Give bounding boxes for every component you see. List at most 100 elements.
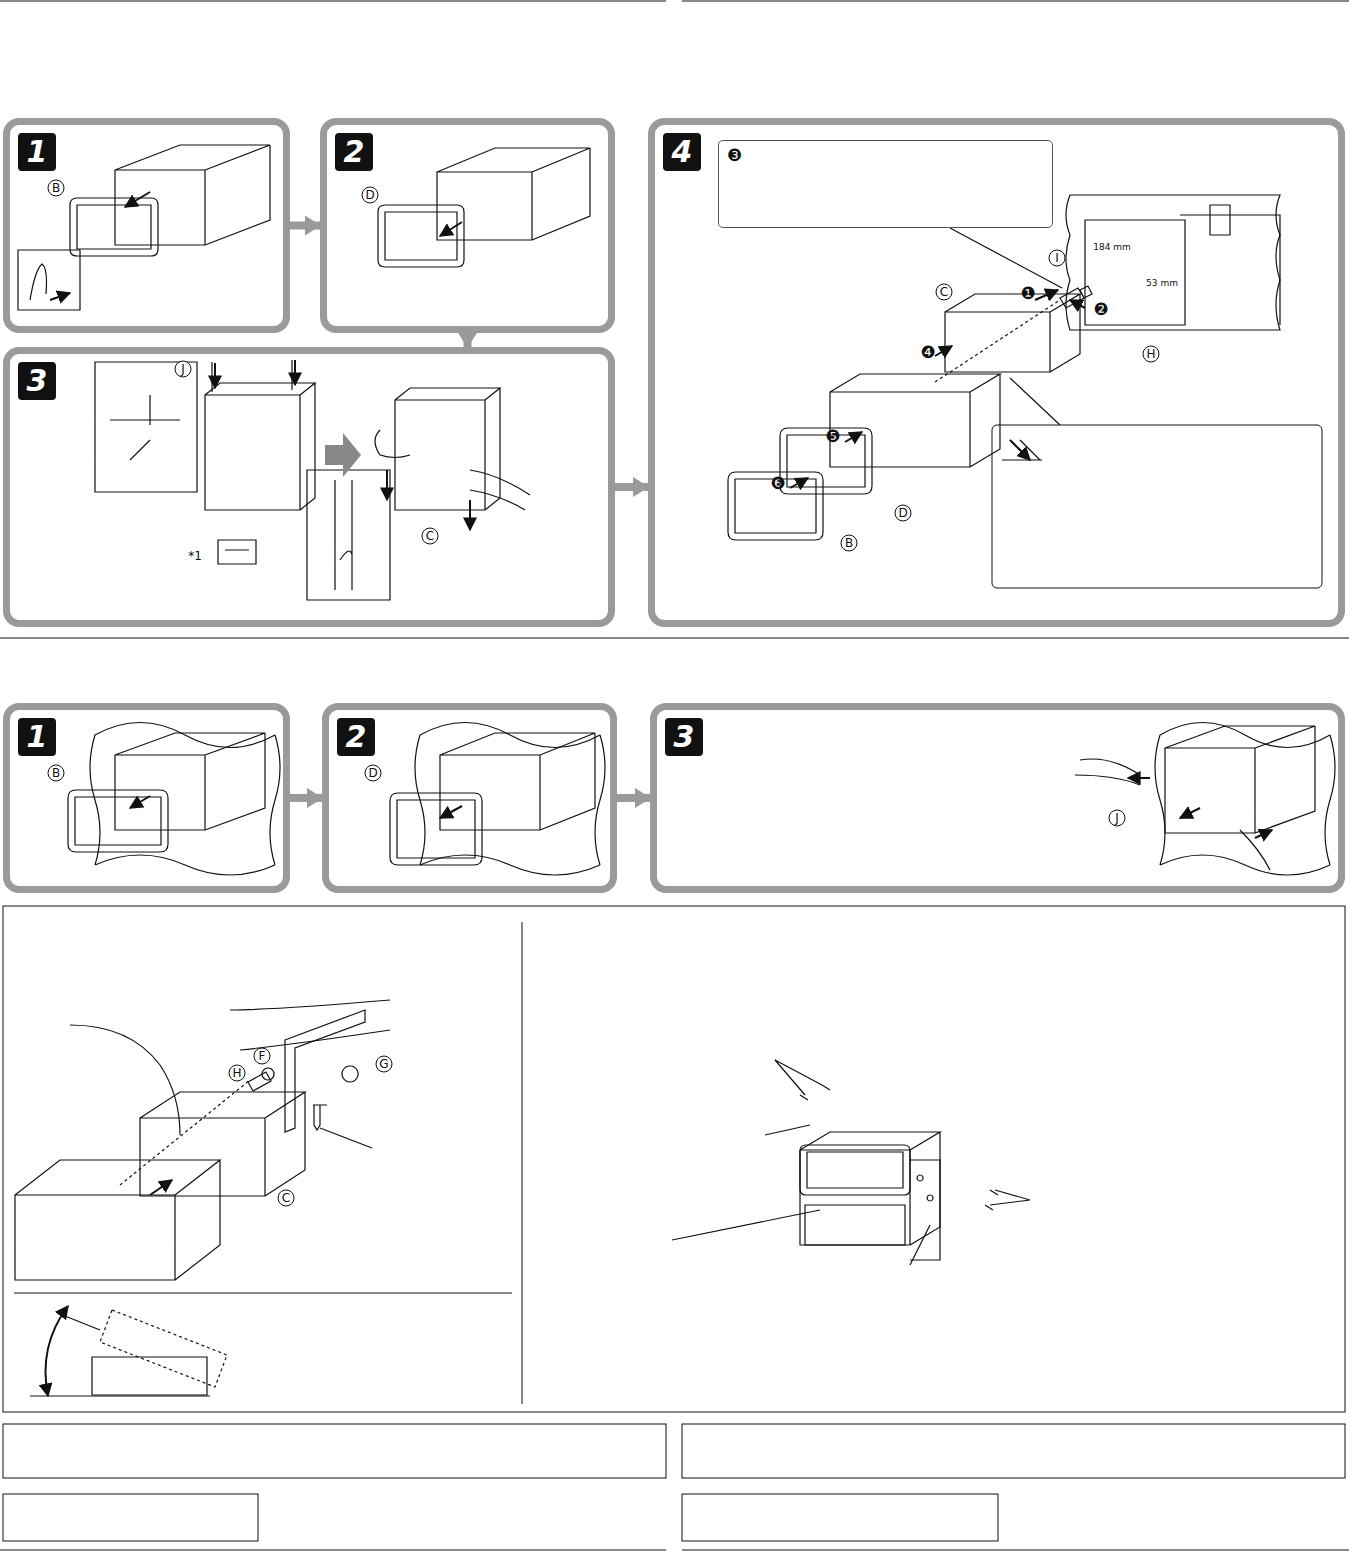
illustration-line <box>125 192 150 207</box>
illustration-line <box>1255 830 1272 838</box>
illustration-line <box>18 250 80 310</box>
part-letter: F <box>259 1050 266 1062</box>
illustration-line <box>205 383 315 510</box>
part-letter-ring <box>841 535 857 551</box>
illustration-line <box>1180 205 1280 325</box>
illustration-line <box>313 1105 327 1130</box>
step-panel: 1 <box>3 703 290 893</box>
callout-number: ❶ <box>1020 285 1035 302</box>
step-panel: 2 <box>322 703 617 893</box>
part-letter: B <box>52 182 60 194</box>
part-letter-ring <box>1049 250 1065 266</box>
step-number: 1 <box>18 718 56 756</box>
illustration-line <box>1180 808 1200 818</box>
illustration-line <box>342 1066 358 1082</box>
illustration-line <box>285 1010 365 1132</box>
dimension: 53 mm <box>1145 279 1179 288</box>
part-letter-ring <box>48 180 64 196</box>
illustration-line <box>950 228 1062 425</box>
illustration-line <box>100 1310 227 1387</box>
illustration-line <box>780 428 872 494</box>
part-letter: D <box>368 767 377 779</box>
part-letter-ring <box>48 765 64 781</box>
illustration-line <box>120 1080 250 1185</box>
part-letter: D <box>365 189 374 201</box>
step-number: 4 <box>663 133 701 171</box>
illustration-line <box>375 430 530 510</box>
part-letter-ring <box>365 765 381 781</box>
step-number: 1 <box>18 133 56 171</box>
illustration-line <box>214 363 216 388</box>
step-number: 2 <box>335 133 373 171</box>
illustration-line <box>92 1357 207 1395</box>
illustration-line <box>415 723 605 876</box>
part-letter-ring <box>1143 346 1159 362</box>
illustration-line <box>386 470 388 500</box>
step-panel: 4❸ <box>648 118 1345 627</box>
illustration-line <box>1155 723 1335 876</box>
step-arrow <box>290 794 322 802</box>
illustration-line <box>378 205 464 267</box>
part-letter: I <box>1055 252 1059 264</box>
illustration-line <box>945 294 1080 372</box>
part-letter: C <box>940 286 948 298</box>
part-letter: H <box>232 1067 241 1079</box>
illustration-line <box>440 222 462 236</box>
illustration-line <box>469 500 471 530</box>
step-number: 3 <box>18 362 56 400</box>
illustration-line <box>115 145 270 245</box>
illustration-line <box>845 432 862 442</box>
step-arrow <box>464 333 472 347</box>
part-letter-ring <box>1109 810 1125 826</box>
step-panel: 2 <box>320 118 615 333</box>
part-letter: D <box>898 507 907 519</box>
part-letter-ring <box>254 1048 270 1064</box>
illustration-line <box>390 793 482 865</box>
part-letter-ring <box>422 528 438 544</box>
part-letter: G <box>379 1058 388 1070</box>
part-letter: B <box>52 767 60 779</box>
illustration-line <box>1128 777 1150 779</box>
step-arrow <box>615 483 648 491</box>
part-letter: H <box>1146 348 1155 360</box>
callout-number: ❺ <box>825 428 840 445</box>
illustration-line <box>320 1128 372 1148</box>
illustration-line <box>130 796 150 808</box>
part-letter-ring <box>229 1065 245 1081</box>
illustration-line <box>440 806 462 818</box>
part-letter: B <box>845 537 853 549</box>
part-letter-ring <box>175 361 191 377</box>
illustration-line <box>95 362 197 492</box>
illustration-line <box>1035 290 1058 300</box>
illustration-line <box>830 374 1000 467</box>
illustration-line <box>150 1180 172 1195</box>
illustration-line <box>212 360 292 392</box>
illustration-line <box>15 1160 220 1280</box>
part-letter: J <box>181 363 185 375</box>
part-letter: J <box>1115 812 1119 824</box>
step-panel: 1 <box>3 118 290 333</box>
illustration-line <box>800 1085 998 1210</box>
part-letter-ring <box>278 1190 294 1206</box>
illustration-line <box>935 300 1060 382</box>
illustration-line <box>1070 300 1085 308</box>
callout-box: ❸ <box>718 140 1053 228</box>
part-letter: C <box>426 530 434 542</box>
illustration-line <box>50 293 70 300</box>
callout-number: ❸ <box>727 145 742 165</box>
illustration-line <box>437 148 590 240</box>
illustration-line <box>672 1060 1030 1265</box>
illustration-line <box>790 478 808 488</box>
part-letter-ring <box>376 1056 392 1072</box>
illustration-line <box>140 1092 305 1196</box>
illustration-line <box>1075 759 1270 870</box>
callout-number: ❷ <box>1093 301 1108 318</box>
part-letter-ring <box>362 187 378 203</box>
illustration-line <box>115 733 265 830</box>
part-letter: C <box>282 1192 290 1204</box>
illustration-line <box>294 360 296 385</box>
illustration-line <box>800 1132 940 1245</box>
illustration-line <box>800 1145 910 1195</box>
step-panel: 3 <box>3 347 615 627</box>
